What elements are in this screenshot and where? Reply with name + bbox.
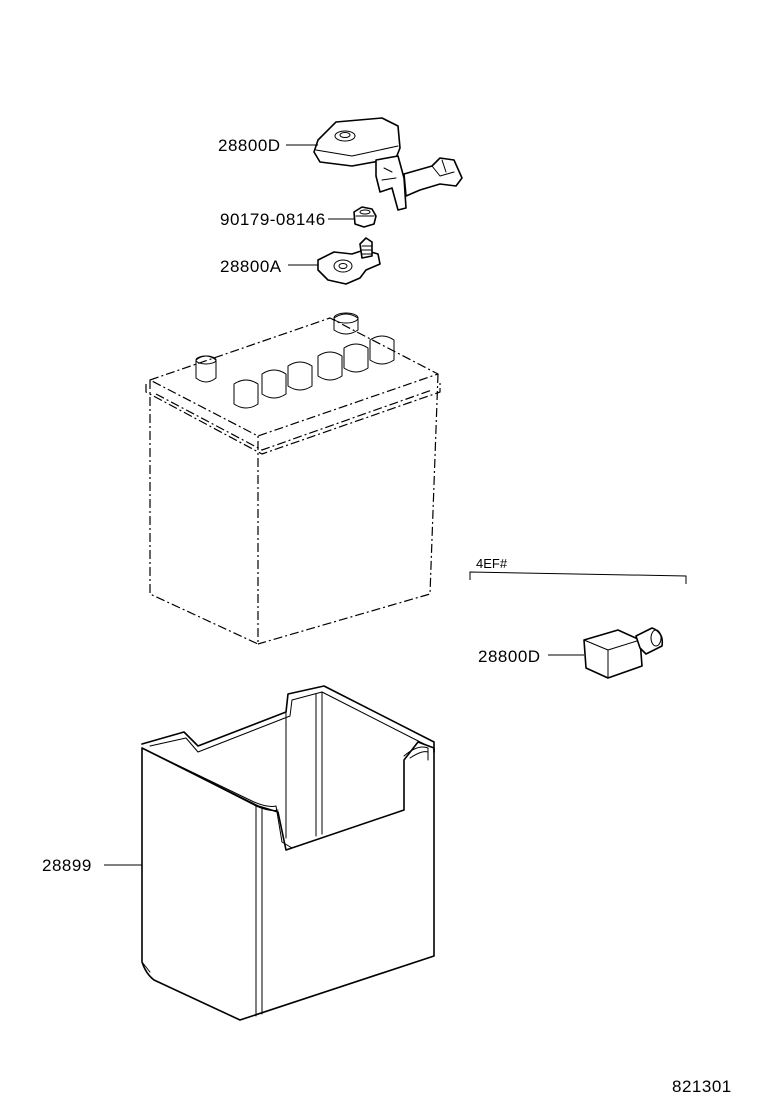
label-tray: 28899 bbox=[42, 856, 92, 875]
terminal-clamp-part[interactable] bbox=[317, 237, 381, 285]
battery-outline bbox=[145, 312, 441, 645]
label-terminal: 28800A bbox=[220, 257, 282, 276]
label-nut: 90179-08146 bbox=[220, 210, 326, 229]
terminal-cover-top[interactable] bbox=[313, 117, 463, 211]
label-cover-top: 28800D bbox=[218, 136, 281, 155]
variant-bracket bbox=[469, 571, 687, 584]
nut-part[interactable] bbox=[353, 206, 377, 228]
diagram-code: 821301 bbox=[672, 1077, 732, 1096]
terminal-cover-variant[interactable] bbox=[583, 627, 664, 679]
variant-note: 4EF# bbox=[476, 556, 508, 571]
label-cover-variant: 28800D bbox=[478, 647, 541, 666]
battery-tray-part[interactable] bbox=[141, 685, 435, 1021]
